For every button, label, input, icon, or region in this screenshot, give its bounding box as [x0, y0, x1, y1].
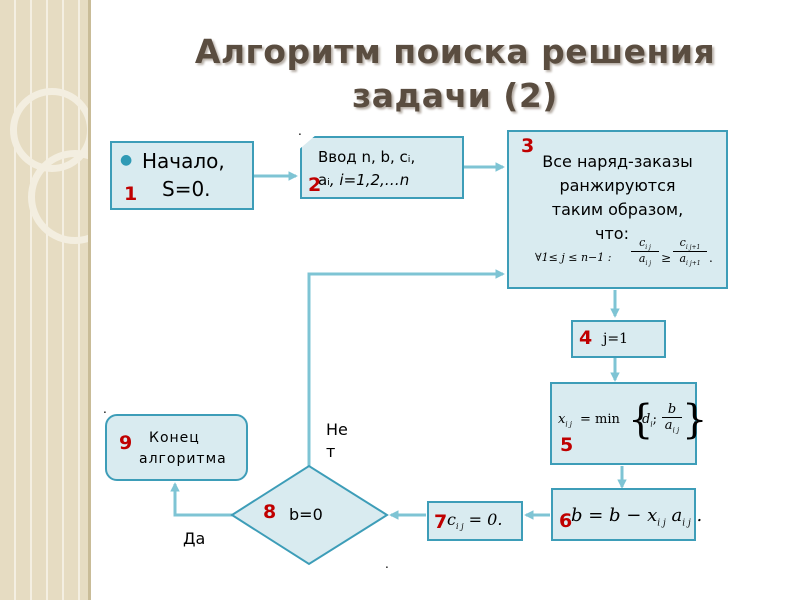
formula-end: .: [709, 251, 713, 265]
block-4-text: j=1: [603, 331, 628, 347]
block-2-line-1: Ввод n, b, cᵢ,: [318, 148, 416, 166]
block-9-corner-dot: .: [103, 402, 107, 416]
diamond-bottom-dot: .: [385, 557, 389, 571]
block-8-number: 8: [263, 501, 277, 523]
block-9-line-1: Конец: [149, 430, 200, 446]
block-3-line-3: таким образом,: [551, 200, 684, 219]
label-yes: Да: [183, 529, 206, 548]
block-4-number: 4: [579, 327, 593, 349]
block-1-start: ● Начало, S=0. 1: [110, 141, 254, 210]
block-1-number: 1: [124, 183, 138, 205]
formula-lhs: ∀1≤ j ≤ n−1 :: [535, 251, 612, 264]
block-3-number: 3: [521, 135, 535, 157]
bullet-icon: ●: [120, 152, 133, 168]
block-1-line-1: Начало,: [142, 149, 225, 173]
block-2-range: , i=1,2,…n: [329, 171, 410, 189]
formula-frac-2: ci j+1 ai j+1: [673, 236, 707, 267]
block-1-line-2: S=0.: [162, 177, 211, 201]
block-9-end: 9 Конец алгоритма: [105, 414, 248, 481]
block-6-number: 6: [559, 510, 573, 532]
block-3-formula: ∀1≤ j ≤ n−1 : ci j ai j ≥ ci j+1 ai j+1 …: [535, 234, 725, 284]
block-2-input: Ввод n, b, cᵢ, aᵢ, i=1,2,…n 2: [300, 136, 464, 199]
formula-ge: ≥: [661, 251, 672, 265]
block-9-line-2: алгоритма: [139, 451, 227, 467]
label-no-line-2: т: [326, 442, 336, 461]
page-title-line-1: Алгоритм поиска решения: [194, 32, 716, 71]
block-8-condition: b=0: [289, 505, 323, 524]
block-3-ranking: 3 Все наряд-заказы ранжируются таким обр…: [507, 130, 728, 289]
block-2-number: 2: [308, 174, 322, 196]
block-3-line-4: что:: [595, 224, 629, 243]
arrow-8-yes-to-9: [170, 482, 233, 517]
block-5-formula: xi j = min { di; b ai j } .: [558, 397, 708, 443]
page-title-line-2: задачи (2): [352, 76, 558, 115]
sidebar-divider: [88, 0, 91, 600]
arrow-8-no-loop: [307, 269, 505, 467]
block-6-formula: b = b − xi j ai j .: [571, 505, 703, 529]
block-6-update-b: 6 b = b − xi j ai j .: [551, 488, 702, 541]
decision-diamond: [230, 464, 389, 566]
formula-frac-1: ci j ai j: [631, 236, 659, 267]
block-5-number: 5: [560, 434, 574, 456]
block-7-number: 7: [434, 511, 448, 533]
block-7-cij-zero: 7 ci j = 0.: [427, 501, 523, 541]
block-4-init-j: 4 j=1: [571, 320, 666, 358]
block-3-line-1: Все наряд-заказы: [542, 152, 693, 171]
block-3-line-2: ранжируются: [559, 176, 676, 195]
block-5-xij: xi j = min { di; b ai j } . 5: [550, 382, 708, 465]
decorative-sidebar: [0, 0, 88, 600]
block-7-formula: ci j = 0.: [447, 510, 503, 532]
block-2-line-2: aᵢ, i=1,2,…n: [318, 171, 409, 189]
block-9-number: 9: [119, 432, 133, 454]
block-2-ai: aᵢ: [318, 171, 330, 189]
page-title: Алгоритм поиска решения задачи (2): [100, 30, 800, 118]
label-no-line-1: Не: [326, 420, 348, 439]
block-2-corner-dot: .: [298, 124, 302, 138]
